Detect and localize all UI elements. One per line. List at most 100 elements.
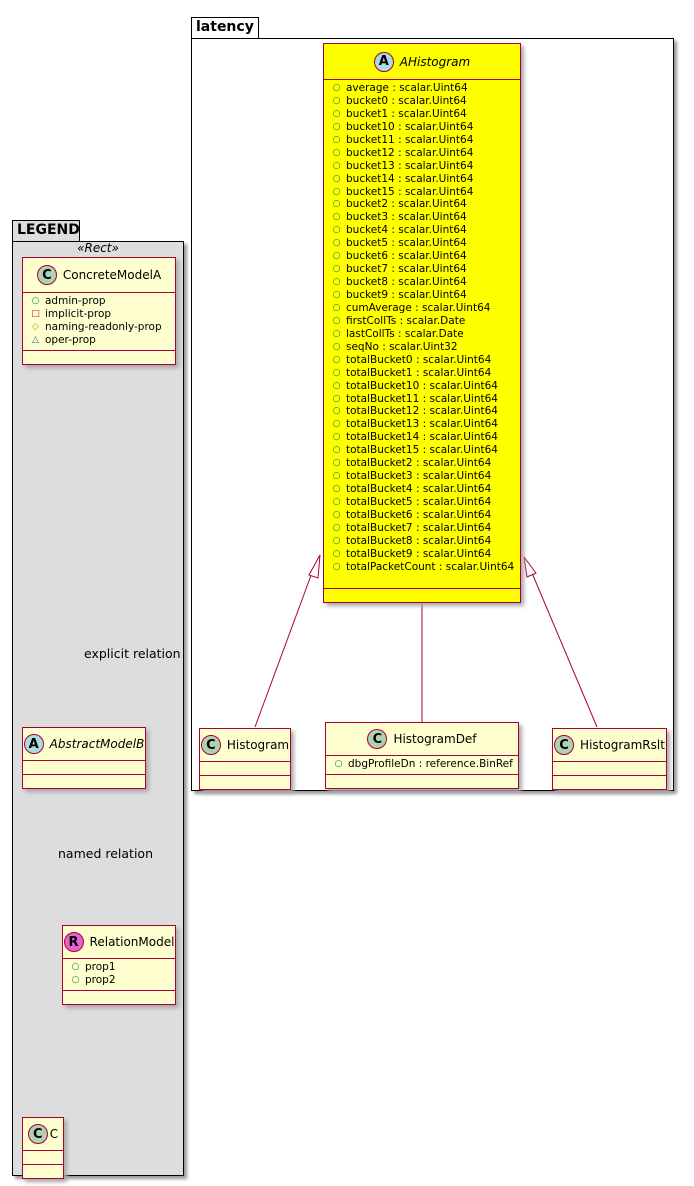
public-icon: ○ bbox=[332, 134, 341, 145]
inherit-triangle-icon bbox=[308, 554, 321, 579]
field-label: lastCollTs : scalar.Date bbox=[346, 327, 464, 340]
public-icon: ○ bbox=[332, 199, 341, 210]
public-icon: ○ bbox=[332, 406, 341, 417]
public-icon: ○ bbox=[332, 212, 341, 223]
field: ○bucket2 : scalar.Uint64 bbox=[332, 198, 520, 211]
field: ○bucket4 : scalar.Uint64 bbox=[332, 224, 520, 237]
field-label: totalBucket14 : scalar.Uint64 bbox=[346, 431, 498, 444]
field: ○bucket9 : scalar.Uint64 bbox=[332, 289, 520, 302]
field: ○ bucket13 : scalar.Uint64 bbox=[332, 160, 520, 173]
visibility-icon: △ bbox=[32, 334, 39, 345]
public-icon: ○ bbox=[332, 147, 341, 158]
public-icon: ○ bbox=[332, 251, 341, 262]
field: ○totalBucket4 : scalar.Uint64 bbox=[332, 483, 520, 496]
field: prop2 bbox=[85, 973, 116, 986]
public-icon: ○ bbox=[332, 341, 341, 352]
field-label: bucket7 : scalar.Uint64 bbox=[346, 263, 467, 276]
field-label: totalBucket13 : scalar.Uint64 bbox=[346, 418, 498, 431]
field-label: firstCollTs : scalar.Date bbox=[346, 314, 466, 327]
class-icon: C bbox=[36, 265, 57, 285]
field: prop1 bbox=[85, 961, 116, 973]
public-icon: ○ bbox=[332, 290, 341, 300]
public-icon: ○ bbox=[332, 367, 341, 378]
package-latency bbox=[191, 38, 674, 791]
public-icon: ○ bbox=[332, 277, 341, 288]
visibility-icon: □ bbox=[31, 308, 40, 319]
public-icon: ○ bbox=[332, 83, 341, 93]
class-concretemodela[interactable]: C ConcreteModelA ○ admin-prop □ implicit-pro… bbox=[22, 257, 176, 365]
field-label: totalBucket2 : scalar.Uint64 bbox=[346, 457, 492, 470]
class-name: ConcreteModelA bbox=[62, 268, 162, 282]
public-icon: ○ bbox=[332, 509, 341, 520]
field: ○totalBucket15 : scalar.Uint64 bbox=[332, 444, 520, 457]
public-icon: ○ bbox=[332, 160, 341, 171]
field: ○bucket12 : scalar.Uint64 bbox=[332, 147, 520, 160]
class-name: C bbox=[49, 1127, 59, 1141]
field-label: oper-prop bbox=[45, 333, 96, 346]
field: ○totalBucket14 : scalar.Uint64 bbox=[332, 431, 520, 444]
field: ○totalBucket10 : scalar.Uint64 bbox=[332, 380, 520, 393]
public-icon: ○ bbox=[332, 328, 341, 339]
class-icon: C bbox=[554, 735, 575, 755]
class-icon: C bbox=[367, 729, 388, 749]
public-icon: ○ bbox=[332, 471, 341, 482]
public-icon: ○ bbox=[332, 315, 341, 326]
public-icon: ○ bbox=[332, 535, 341, 546]
field: ○cumAverage : scalar.Uint64 bbox=[332, 302, 520, 315]
public-icon: ○ bbox=[332, 458, 341, 469]
legend-stereotype: «Rect» bbox=[77, 241, 119, 255]
public-icon: ○ bbox=[332, 393, 341, 404]
field: ○ totalBucket11 : scalar.Uint64 bbox=[332, 393, 520, 406]
field-label: totalBucket9 : scalar.Uint64 bbox=[346, 547, 492, 560]
public-icon: ○ bbox=[332, 419, 341, 430]
field-label: bucket14 : scalar.Uint64 bbox=[346, 172, 474, 185]
field-label: totalBucket11 : scalar.Uint64 bbox=[346, 392, 498, 405]
field-label: admin-prop bbox=[45, 295, 106, 307]
field-label: bucket1 : scalar.Uint64 bbox=[346, 107, 467, 120]
field-label: bucket11 : scalar.Uint64 bbox=[346, 133, 474, 146]
field: □ implicit-prop bbox=[31, 308, 175, 321]
field-label: totalPacketCount : scalar.Uint64 bbox=[346, 560, 515, 573]
class-name: AbstractModelB bbox=[49, 737, 145, 751]
field: ○ bucket11 : scalar.Uint64 bbox=[332, 134, 520, 147]
class-icon: C bbox=[200, 735, 221, 755]
package-tab-legend: LEGEND bbox=[12, 220, 80, 242]
field-label: implicit-prop bbox=[45, 307, 112, 320]
field-label: totalBucket4 : scalar.Uint64 bbox=[346, 483, 492, 496]
field: ○totalBucket7 : scalar.Uint64 bbox=[332, 522, 520, 535]
field-label: bucket8 : scalar.Uint64 bbox=[346, 276, 467, 289]
visibility-icon: ○ bbox=[31, 296, 40, 306]
field: ○ average : scalar.Uint64 bbox=[332, 82, 520, 95]
field: ○ bucket14 : scalar.Uint64 bbox=[332, 173, 520, 186]
field: ○bucket3 : scalar.Uint64 bbox=[332, 211, 520, 224]
field-label: bucket10 : scalar.Uint64 bbox=[346, 120, 474, 133]
class-histogramrslt[interactable]: C HistogramRslt bbox=[552, 728, 667, 790]
field: ○bucket7 : scalar.Uint64 bbox=[332, 263, 520, 276]
public-icon: ○ bbox=[332, 561, 341, 572]
field: ○ bucket8 : scalar.Uint64 bbox=[332, 276, 520, 289]
package-tab-latency: latency bbox=[191, 17, 259, 39]
field: ○seqNo : scalar.Uint32 bbox=[332, 341, 520, 354]
field: ○ totalBucket13 : scalar.Uint64 bbox=[332, 418, 520, 431]
field-label: totalBucket8 : scalar.Uint64 bbox=[346, 534, 492, 547]
field: ○totalBucket12 : scalar.Uint64 bbox=[332, 405, 520, 418]
public-icon: ○ bbox=[332, 95, 341, 106]
field-label: bucket4 : scalar.Uint64 bbox=[346, 224, 467, 237]
field-label: average : scalar.Uint64 bbox=[346, 82, 468, 94]
field-label: bucket13 : scalar.Uint64 bbox=[346, 159, 474, 172]
field: ○totalBucket5 : scalar.Uint64 bbox=[332, 496, 520, 509]
field: ○ totalPacketCount : scalar.Uint64 bbox=[332, 561, 520, 574]
field: ○bucket10 : scalar.Uint64 bbox=[332, 121, 520, 134]
relation-icon: R bbox=[63, 932, 84, 952]
public-icon: ○ bbox=[332, 173, 341, 184]
field-label: totalBucket6 : scalar.Uint64 bbox=[346, 508, 492, 521]
field: ○bucket0 : scalar.Uint64 bbox=[332, 95, 520, 108]
inherit-line-histogramrslt bbox=[531, 572, 598, 728]
class-name: HistogramRslt bbox=[580, 738, 665, 752]
